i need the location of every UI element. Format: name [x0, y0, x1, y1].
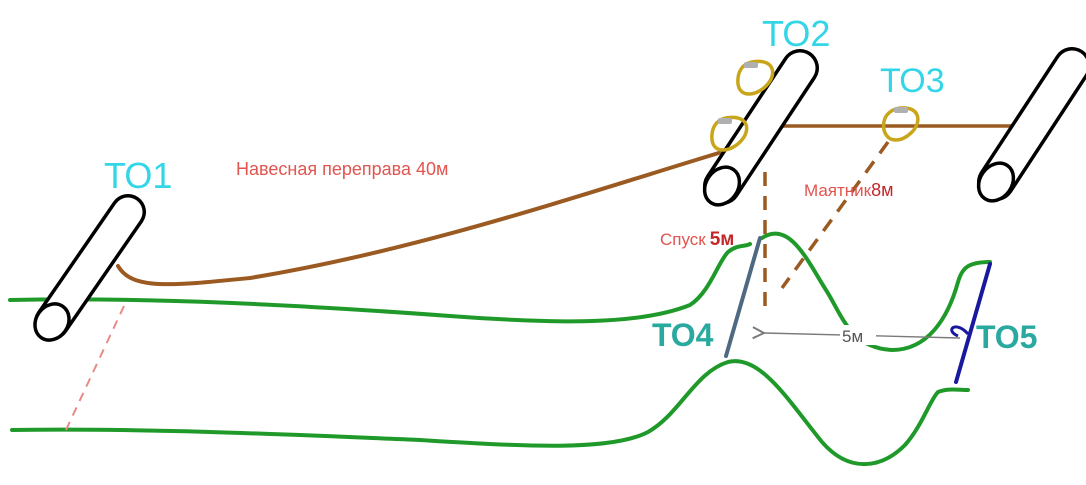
gap-label-bg [840, 325, 876, 345]
label-gap: 5м [842, 327, 863, 346]
label-pendulum: Маятник8м [804, 180, 894, 200]
to5-rope [954, 262, 992, 384]
label-to2: ТО2 [762, 13, 830, 54]
terrain-ridge [760, 231, 992, 353]
label-to4: ТО4 [652, 317, 714, 353]
label-pendulum-value: 8м [871, 180, 893, 200]
terrain-upper [8, 242, 752, 324]
label-descent-word: Спуск [660, 230, 706, 249]
carabiner-to2-lower [710, 115, 749, 152]
carabiner-to2-upper [736, 59, 775, 96]
log-to1 [33, 194, 146, 342]
label-to1: ТО1 [104, 155, 172, 196]
to4-rope [724, 236, 762, 358]
label-to3: ТО3 [880, 62, 945, 100]
carabiner-to3 [881, 106, 920, 142]
log-to2 [702, 49, 819, 207]
log-right [976, 47, 1086, 203]
pendulum-rope [780, 140, 890, 290]
label-traverse: Навесная переправа 40м [236, 159, 448, 179]
traverse-rope [116, 150, 724, 287]
to5-loop [950, 325, 970, 338]
terrain-lower [10, 359, 970, 466]
label-to5: ТО5 [976, 319, 1037, 355]
label-pendulum-word: Маятник [804, 181, 872, 200]
to1-dashed-line [65, 305, 125, 431]
label-descent-value: 5м [710, 229, 735, 250]
